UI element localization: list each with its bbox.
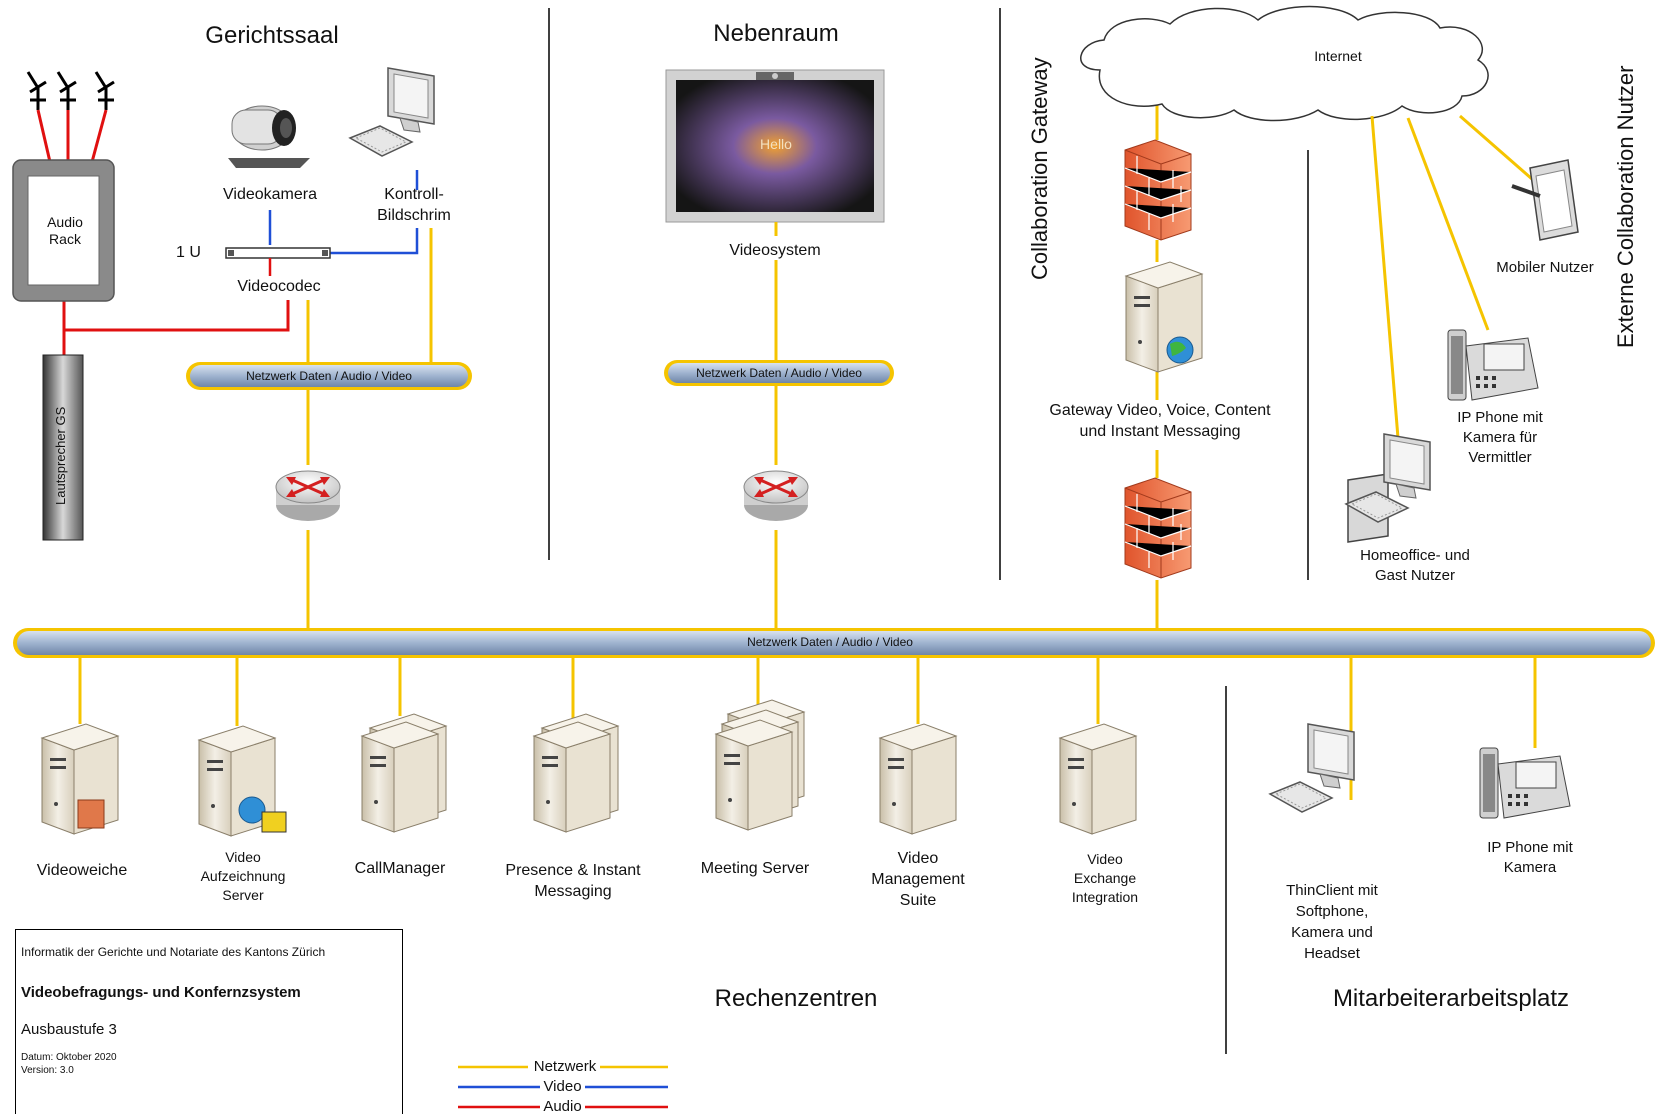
firewall-icon [1124, 477, 1192, 579]
callmanager-server-icon [361, 713, 447, 833]
bus-label-nebenraum: Netzwerk Daten / Audio / Video [696, 366, 862, 380]
presence-server-icon [533, 713, 619, 833]
videocodec-device [225, 247, 331, 259]
section-title-externe-nutzer: Externe Collaboration Nutzer [1613, 65, 1638, 348]
microphone-icon [26, 71, 115, 110]
main-network-bus [13, 628, 1655, 658]
gateway-server-icon [1125, 261, 1203, 373]
mobiler-nutzer-label: Mobiler Nutzer [1496, 259, 1594, 276]
tablet-icon [1511, 159, 1579, 241]
videosystem-icon [665, 69, 885, 223]
thinclient-icon [1269, 723, 1355, 813]
title-block: Informatik der Gerichte und Notariate de… [15, 929, 403, 1114]
legend-video: Video [543, 1078, 582, 1095]
meeting-server-icon [715, 699, 805, 831]
org-name: Informatik der Gerichte und Notariate de… [21, 945, 326, 959]
callmanager-label: CallManager [354, 860, 446, 877]
legend-lines [458, 1065, 668, 1109]
one-u-label: 1 U [176, 244, 201, 261]
kontroll-label: Kontroll-Bildschrim [377, 186, 451, 224]
router-icon [274, 469, 342, 523]
document-date: Datum: Oktober 2020 [21, 1052, 117, 1063]
legend-audio: Audio [543, 1098, 582, 1115]
bus-label-gerichtssaal: Netzwerk Daten / Audio / Video [246, 369, 412, 383]
videocodec-label: Videocodec [237, 278, 321, 295]
ip-phone-icon [1479, 747, 1571, 819]
videokamera-label: Videokamera [223, 186, 317, 203]
videosystem-label: Videosystem [729, 242, 821, 259]
legend-netzwerk: Netzwerk [533, 1058, 597, 1075]
videocamera-icon [228, 105, 310, 168]
section-title-rechenzentren: Rechenzentren [714, 985, 878, 1012]
loudspeaker [42, 354, 84, 541]
section-title-gerichtssaal: Gerichtssaal [205, 22, 339, 49]
videoweiche-server-icon [41, 723, 119, 835]
homeoffice-pc-icon [1345, 433, 1431, 543]
videoweiche-label: Videoweiche [36, 862, 128, 879]
network-bus-gerichtssaal [186, 362, 472, 390]
router-icon [742, 469, 810, 523]
screen-text: Hello [760, 136, 792, 152]
internet-label: Internet [1314, 48, 1362, 64]
section-title-collaboration-gateway: Collaboration Gateway [1027, 57, 1052, 280]
document-title: Videobefragungs- und Konfernzsystem [21, 984, 301, 1001]
recording-server-icon [198, 725, 287, 837]
exchange-server-icon [1059, 723, 1137, 835]
section-title-nebenraum: Nebenraum [713, 20, 839, 47]
main-bus-label: Netzwerk Daten / Audio / Video [747, 635, 913, 649]
ip-phone-icon [1447, 329, 1539, 401]
section-title-mitarbeiter: Mitarbeiterarbeitsplatz [1332, 985, 1570, 1012]
internet-cloud [1080, 5, 1489, 122]
document-version: Version: 3.0 [21, 1065, 74, 1076]
loudspeaker-label: Lautsprecher GS [53, 406, 68, 505]
network-bus-nebenraum [664, 360, 894, 386]
meeting-server-label: Meeting Server [700, 860, 810, 877]
vms-server-icon [879, 723, 957, 835]
control-monitor-icon [349, 67, 435, 157]
expansion-stage: Ausbaustufe 3 [21, 1021, 117, 1038]
firewall-icon [1124, 139, 1192, 241]
